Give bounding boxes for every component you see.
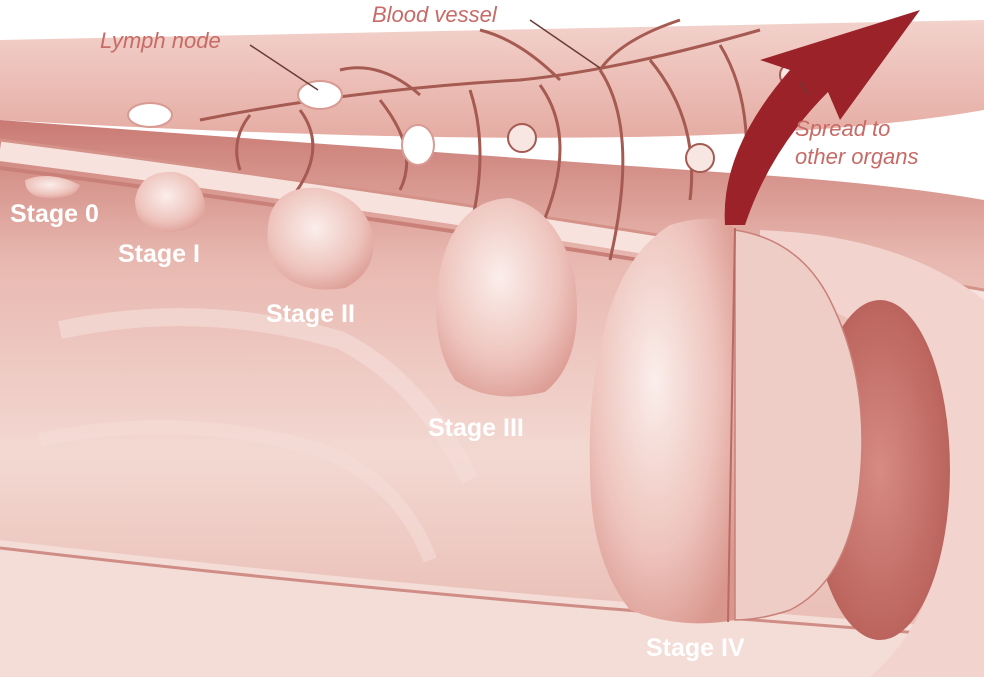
stage-1-label: Stage I bbox=[118, 240, 200, 268]
lymph-node bbox=[128, 103, 172, 127]
lymph-node-label: Lymph node bbox=[100, 28, 221, 53]
spread-label-line1: Spread to bbox=[795, 116, 890, 141]
blood-vessel-label: Blood vessel bbox=[372, 2, 498, 27]
lymph-node bbox=[402, 125, 434, 165]
stage-2-label: Stage II bbox=[266, 300, 355, 328]
lymph-node bbox=[298, 81, 342, 109]
stage-4-label: Stage IV bbox=[646, 634, 745, 662]
stage-0-label: Stage 0 bbox=[10, 200, 99, 228]
cancer-cell-in-vessel bbox=[508, 124, 536, 152]
spread-label-line2: other organs bbox=[795, 144, 919, 169]
cancer-cell-in-vessel bbox=[686, 144, 714, 172]
stage-3-label: Stage III bbox=[428, 414, 524, 442]
